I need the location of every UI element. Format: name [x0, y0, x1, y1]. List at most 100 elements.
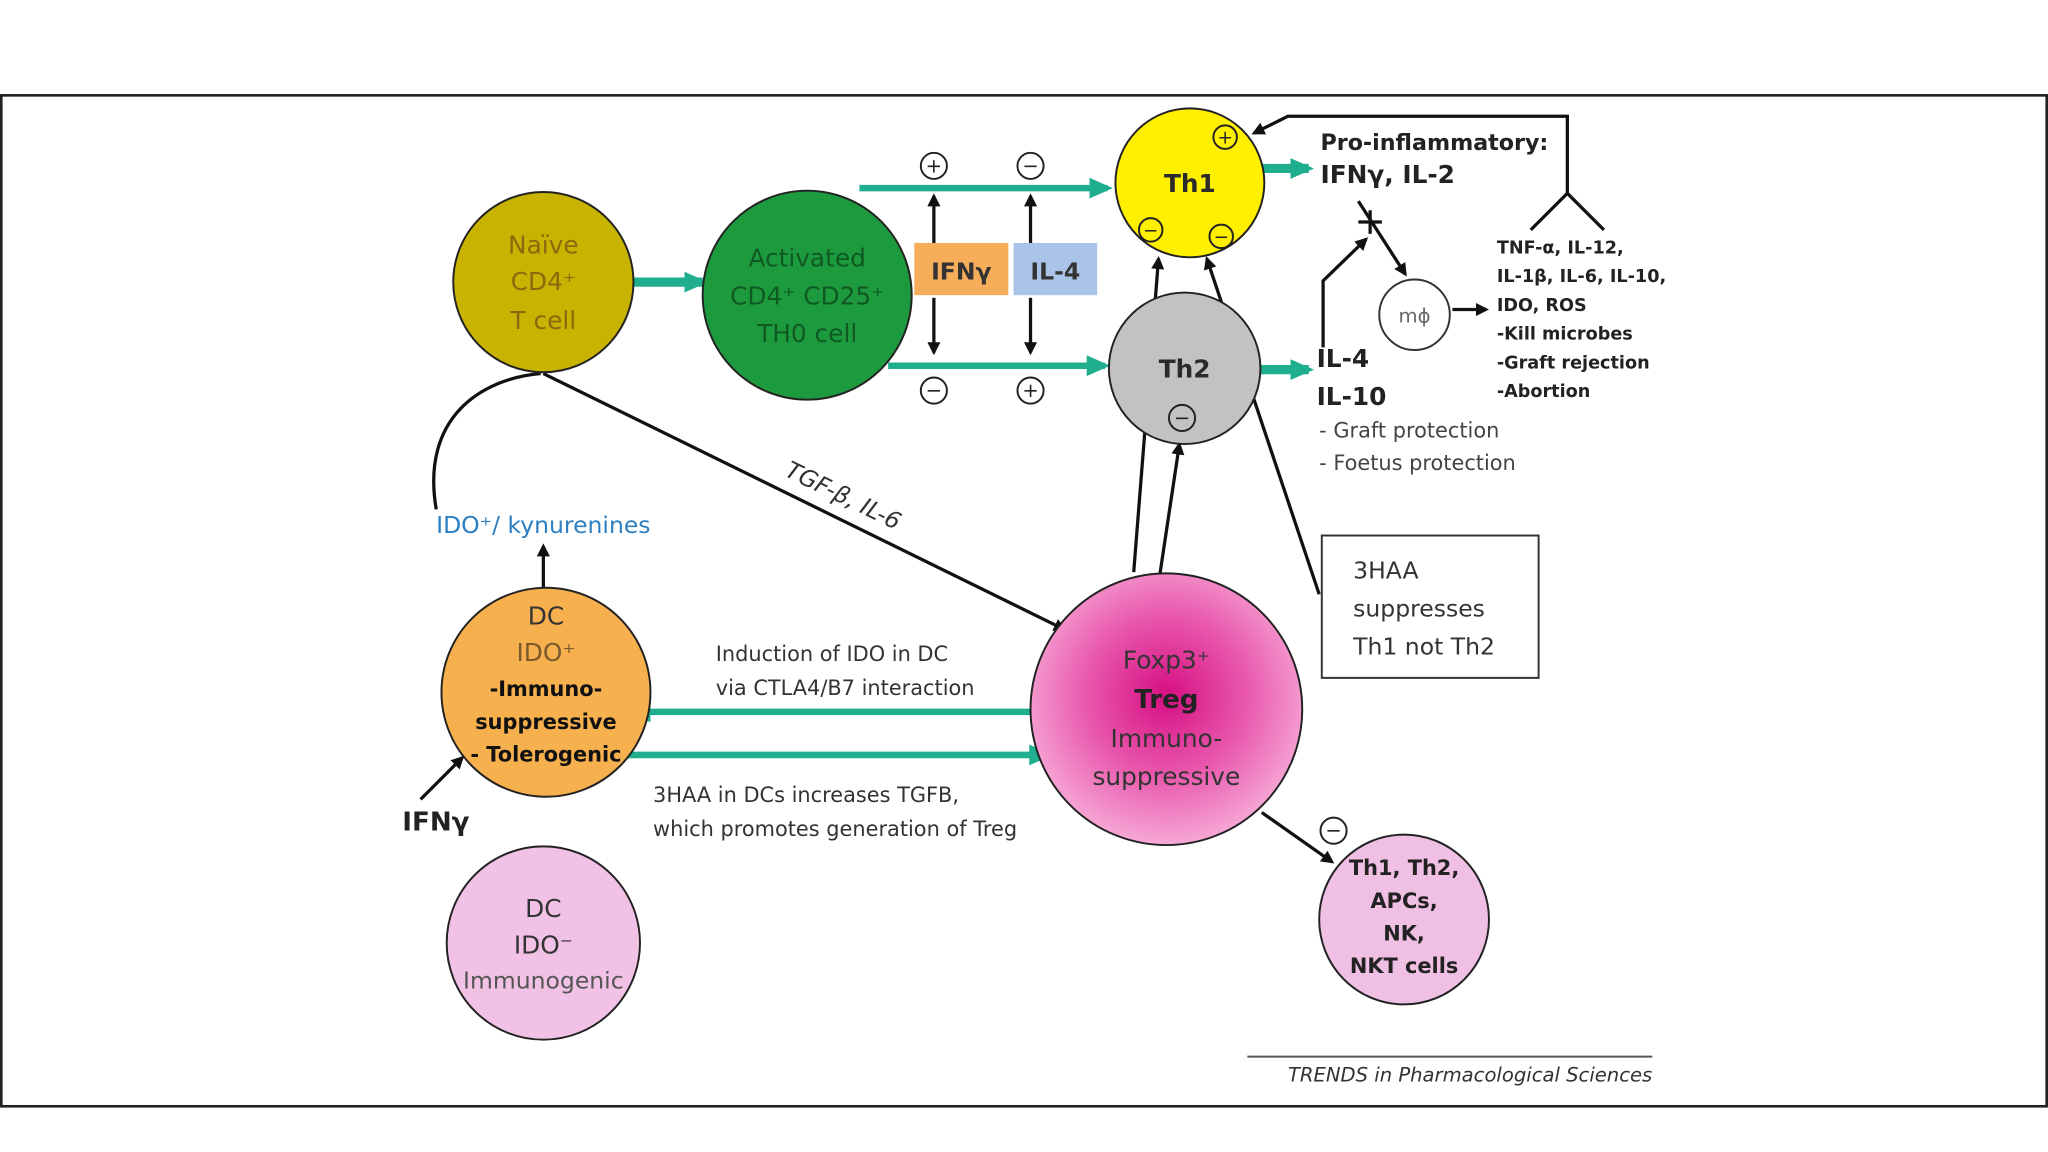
svg-text:−: − — [1325, 819, 1341, 842]
activated-line2: CD4⁺ CD25⁺ — [730, 281, 884, 310]
th2-label: Th2 — [1159, 354, 1211, 383]
dc-ido-neg-circle — [445, 845, 641, 1041]
activated-circle — [701, 189, 913, 401]
svg-text:−: − — [1022, 154, 1038, 177]
ido-feedback-curve — [432, 371, 541, 510]
minus-sign: − — [1137, 217, 1164, 243]
effect-line: -Abortion — [1497, 382, 1590, 402]
targets-node: Th1, Th2, APCs, NK, NKT cells — [1318, 833, 1490, 1006]
svg-text:−: − — [1174, 406, 1190, 429]
targets-line3: NK, — [1383, 921, 1425, 945]
targets-line1: Th1, Th2, — [1349, 856, 1459, 880]
il10-output-label: IL-10 — [1317, 382, 1387, 411]
dc-ido-pos-circle — [440, 586, 652, 798]
effect-line: -Kill microbes — [1497, 325, 1633, 345]
svg-text:−: − — [1143, 220, 1158, 241]
3haa-box: 3HAA suppresses Th1 not Th2 — [1320, 534, 1540, 679]
teal-arrows — [624, 158, 1314, 766]
arrow-il4-to-macrophage — [1321, 237, 1369, 348]
minus-sign: − — [1016, 151, 1045, 180]
dc-ido-neg-node: DC IDO⁻ Immunogenic — [445, 845, 641, 1041]
naive-line3: T cell — [509, 306, 576, 335]
svg-text:+: + — [1217, 128, 1232, 149]
targets-line4: NKT cells — [1350, 954, 1458, 978]
activated-line1: Activated — [748, 243, 865, 272]
macrophage-label: mϕ — [1399, 305, 1431, 328]
il4-output-label: IL-4 — [1317, 344, 1370, 373]
induction-line2: via CTLA4/B7 interaction — [716, 676, 975, 700]
3haa-box-line3: Th1 not Th2 — [1352, 632, 1495, 660]
svg-text:−: − — [1214, 227, 1229, 248]
arrow-treg-to-targets — [1260, 811, 1335, 864]
svg-text:+: + — [1022, 379, 1038, 402]
naive-cd4-node: Naïve CD4⁺ T cell — [452, 191, 635, 374]
dc-neg-line3: Immunogenic — [463, 967, 624, 995]
treg-line1: Foxp3⁺ — [1123, 646, 1210, 675]
arrow-ifng-to-dc — [419, 755, 465, 801]
naive-cd4-circle — [452, 191, 635, 374]
ifng-box-rect — [914, 242, 1009, 296]
induction-line1: Induction of IDO in DC — [716, 642, 948, 666]
dc-pos-line2: IDO⁺ — [516, 638, 575, 667]
source-credit: TRENDS in Pharmacological Sciences — [1288, 1063, 1652, 1086]
minus-sign: − — [1208, 223, 1234, 250]
3haa-box-line2: suppresses — [1353, 594, 1485, 622]
minus-sign: − — [1319, 816, 1348, 845]
th2-node: Th2 — [1107, 291, 1262, 446]
il4-box-label: IL-4 — [1030, 258, 1080, 286]
plus-sign: + — [919, 151, 948, 180]
plus-sign: + — [1016, 376, 1045, 405]
dc-pos-line4: suppressive — [475, 710, 616, 734]
th2-circle — [1107, 291, 1262, 446]
3haa-box-rect — [1320, 534, 1540, 679]
effect-line: IDO, ROS — [1497, 296, 1587, 316]
ido-kynurenines-label: IDO⁺/ kynurenines — [436, 511, 650, 539]
plus-sign: + — [1212, 124, 1238, 150]
tgf-il6-label: TGF-β, IL-6 — [781, 456, 905, 536]
macrophage-node: mϕ — [1378, 278, 1451, 352]
ifng-dc-label: IFNγ — [402, 808, 469, 838]
arrow-naive-to-treg — [542, 372, 1067, 632]
effect-line: IL-1β, IL-6, IL-10, — [1497, 267, 1666, 287]
minus-sign: − — [919, 376, 948, 405]
figure-border — [0, 94, 2048, 1108]
ifng-box-label: IFNγ — [931, 258, 991, 286]
th1-node: Th1 — [1114, 107, 1266, 259]
treg-node: Foxp3⁺ Treg Immuno- suppressive — [1029, 572, 1304, 847]
treg-line4: suppressive — [1093, 762, 1241, 791]
dc-neg-line1: DC — [525, 894, 561, 923]
dc-pos-line3: -Immuno- — [490, 677, 603, 701]
arrow-treg-to-th2 — [1158, 441, 1185, 575]
effects-bracket — [1529, 192, 1606, 232]
activated-cd4-node: Activated CD4⁺ CD25⁺ TH0 cell — [701, 189, 913, 401]
effect-line: TNF-α, IL-12, — [1497, 238, 1624, 258]
arrow-ifng-to-macrophage — [1356, 200, 1407, 277]
foetus-protection-label: - Foetus protection — [1319, 451, 1516, 475]
dc-pos-line5: - Tolerogenic — [470, 742, 621, 766]
treg-line2: Treg — [1134, 685, 1198, 715]
treg-line3: Immuno- — [1111, 724, 1223, 753]
minus-sign: − — [1167, 403, 1197, 432]
activated-line3: TH0 cell — [756, 319, 857, 348]
pro-inflammatory-label: Pro-inflammatory: — [1320, 130, 1548, 156]
haa-line1: 3HAA in DCs increases TGFB, — [653, 783, 959, 807]
ifng-il2-label: IFNγ, IL-2 — [1320, 160, 1454, 189]
feedback-to-th1 — [1251, 114, 1569, 194]
ifng-box: IFNγ — [914, 242, 1009, 296]
dc-pos-line1: DC — [528, 601, 564, 630]
effects-list: TNF-α, IL-12, IL-1β, IL-6, IL-10, IDO, R… — [1497, 238, 1666, 402]
il4-box-rect — [1013, 242, 1098, 296]
il4-box: IL-4 — [1013, 242, 1098, 296]
naive-line1: Naïve — [508, 230, 579, 259]
macrophage-circle — [1378, 278, 1451, 352]
sign-markers: + − − + + − − − − — [919, 124, 1348, 845]
targets-line2: APCs, — [1371, 889, 1438, 913]
dc-ido-pos-node: DC IDO⁺ -Immuno- suppressive - Tolerogen… — [440, 586, 652, 798]
dc-neg-line2: IDO⁻ — [514, 930, 573, 959]
naive-line2: CD4⁺ — [511, 267, 576, 296]
th1-label: Th1 — [1164, 169, 1216, 198]
3haa-box-line1: 3HAA — [1353, 557, 1418, 585]
targets-circle — [1318, 833, 1490, 1006]
